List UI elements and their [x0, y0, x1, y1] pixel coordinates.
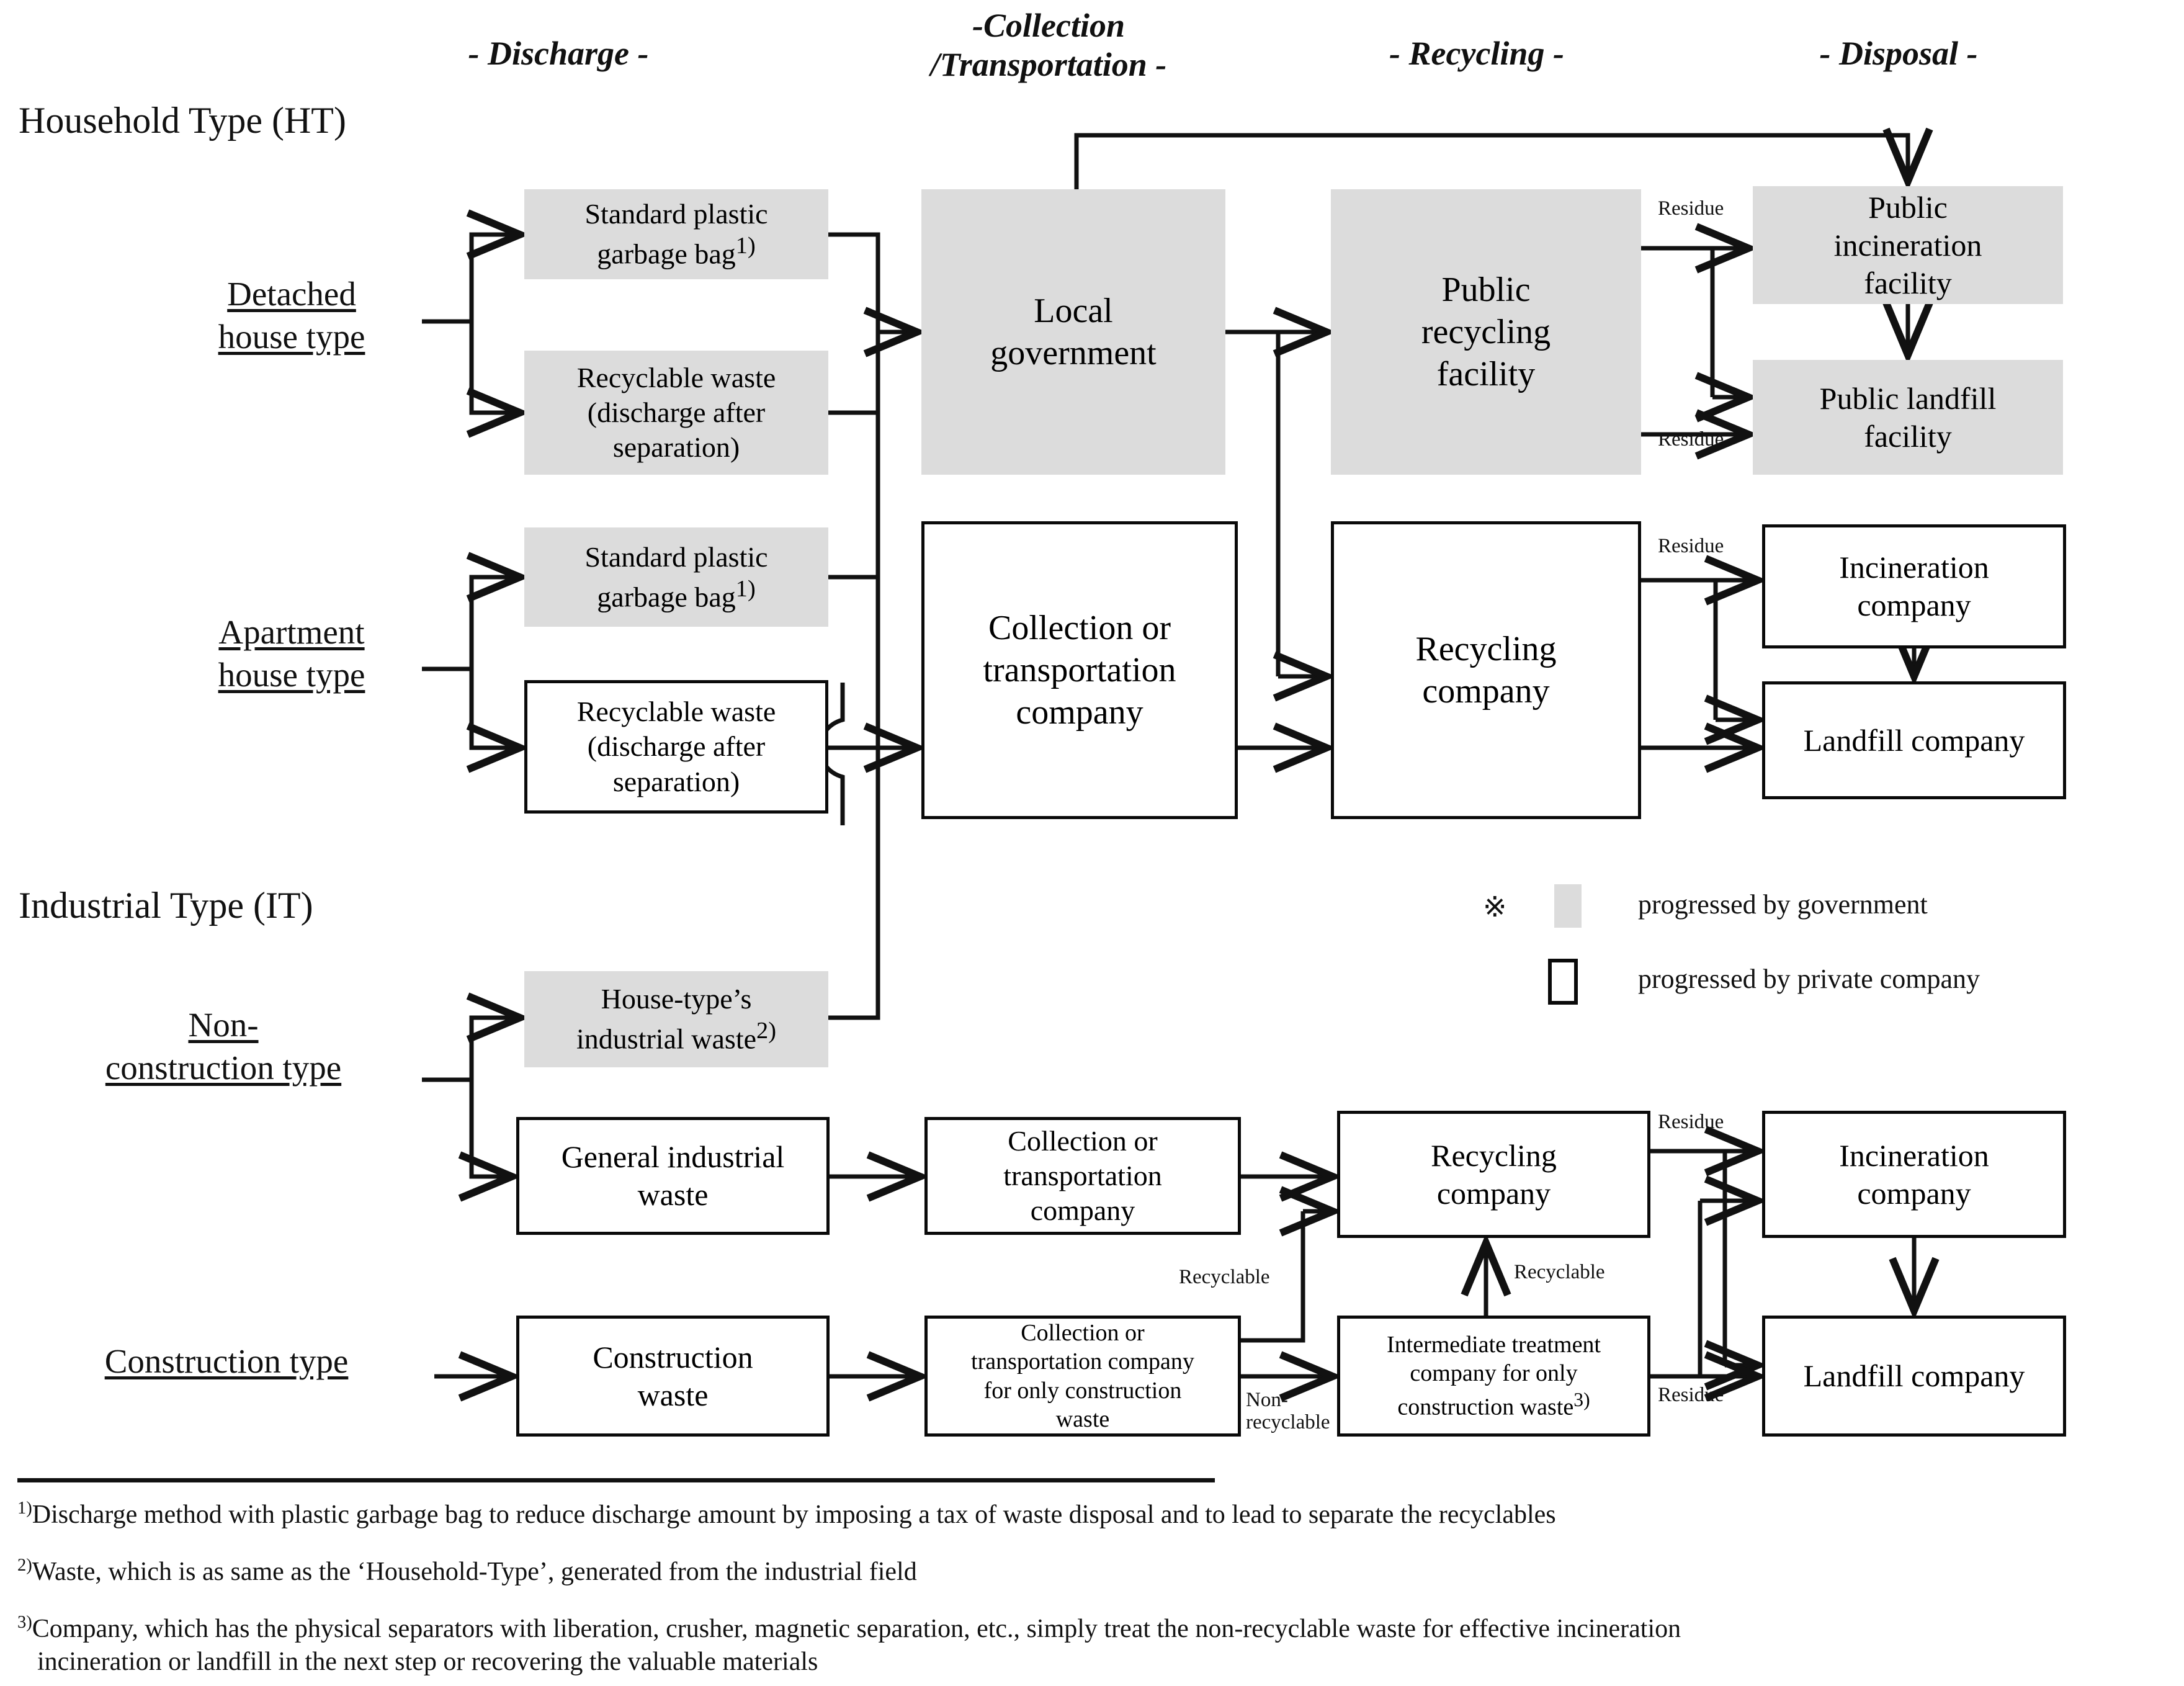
edge-label-non-recyclable: Non- recyclable: [1246, 1389, 1330, 1434]
footnote-2: 2)Waste, which is as same as the ‘Househ…: [17, 1554, 2170, 1589]
footnote-text: Company, which has the physical separato…: [32, 1615, 1681, 1643]
edge-label-recyclable: Recyclable: [1179, 1266, 1270, 1288]
row-label-line: house type: [218, 655, 365, 694]
row-label-line: Detached: [227, 275, 356, 313]
footnote-marker: 2): [17, 1556, 32, 1575]
row-label-detached-house-type: Detached house type: [161, 273, 422, 359]
row-label-line: Non-: [188, 1006, 259, 1044]
row-label-line: Apartment: [218, 613, 365, 651]
group-header-household-type: Household Type (HT): [19, 100, 346, 141]
legend-swatch-government: [1554, 884, 1582, 928]
footnote-text: Discharge method with plastic garbage ba…: [32, 1500, 1556, 1529]
edge-label-residue: Residue: [1658, 428, 1724, 451]
legend-label-private: progressed by private company: [1638, 964, 1980, 994]
footnote-text: Waste, which is as same as the ‘Househol…: [32, 1558, 917, 1586]
row-label-line: house type: [218, 317, 365, 356]
stage-header-disposal: - Disposal -: [1819, 35, 1978, 72]
footnote-marker: 1): [17, 1499, 32, 1518]
stage-header-recycling: - Recycling -: [1389, 35, 1564, 72]
stage-header-discharge: - Discharge -: [468, 35, 649, 72]
edge-label-residue: Residue: [1658, 197, 1724, 220]
process-box-label: Landfill company: [1803, 722, 2025, 758]
footnote-divider: [17, 1478, 1215, 1482]
edge-label-residue: Residue: [1658, 535, 1724, 557]
edge-label-recyclable: Recyclable: [1514, 1261, 1605, 1283]
row-label-apartment-house-type: Apartment house type: [161, 611, 422, 697]
footnote-3: 3)Company, which has the physical separa…: [17, 1611, 2183, 1646]
legend-label-government: progressed by government: [1638, 889, 1928, 920]
reference-mark-icon: ※: [1483, 891, 1507, 923]
edge-label-residue: Residue: [1658, 1384, 1724, 1406]
row-label-non-construction-type: Non- construction type: [25, 1004, 422, 1090]
edge-label-residue: Residue: [1658, 1111, 1724, 1133]
footnote-1: 1)Discharge method with plastic garbage …: [17, 1497, 2170, 1532]
process-box-label: Landfill company: [1803, 1358, 2025, 1393]
footnote-marker: 3): [17, 1613, 32, 1632]
group-header-industrial-type: Industrial Type (IT): [19, 885, 313, 926]
footnote-text: incineration or landfill in the next ste…: [37, 1648, 818, 1676]
process-box-landfill-comp-ht[interactable]: Landfill company: [1762, 681, 2066, 799]
stage-header-collection-transportation: -Collection /Transportation -: [930, 7, 1167, 83]
row-label-line: construction type: [105, 1048, 342, 1087]
footnote-3-continued: incineration or landfill in the next ste…: [37, 1644, 2172, 1679]
process-box-it-landfill-comp[interactable]: Landfill company: [1762, 1316, 2066, 1437]
legend-swatch-private: [1548, 959, 1578, 1005]
row-label-construction-type: Construction type: [12, 1340, 441, 1383]
row-label-line: Construction type: [104, 1342, 349, 1380]
